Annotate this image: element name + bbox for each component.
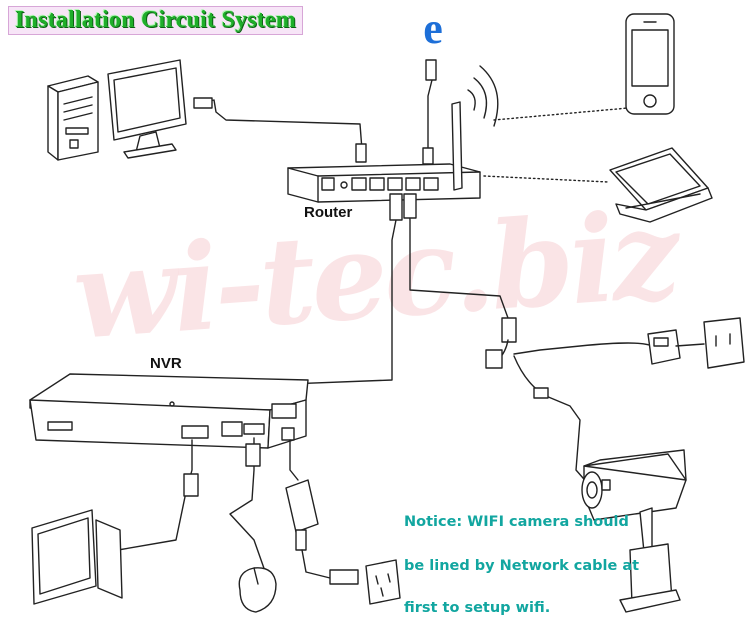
power-adapter-icon (285, 479, 319, 551)
wall-socket-icon (703, 317, 745, 369)
router-label: Router (304, 204, 353, 221)
monitor-icon (31, 509, 123, 605)
power-adapter-icon (647, 329, 681, 365)
monitor-icon (107, 59, 187, 159)
diagram-title: Installation Circuit System (8, 6, 303, 35)
desktop-pc-icon (47, 75, 99, 161)
wifi-signal-icon (467, 65, 499, 127)
wall-socket-icon (365, 559, 401, 605)
ip-camera-icon (581, 449, 687, 613)
notice-line-3: first to setup wifi. (404, 600, 551, 616)
smartphone-icon (625, 13, 675, 115)
mouse-icon (238, 567, 277, 613)
internet-explorer-icon: e (423, 4, 443, 53)
laptop-icon (609, 147, 713, 223)
router-icon (287, 101, 481, 203)
notice-line-2: be lined by Network cable at (404, 558, 640, 574)
nvr-label: NVR (150, 355, 182, 372)
notice-line-1: Notice: WIFI camera should (404, 514, 629, 530)
nvr-icon (29, 373, 309, 449)
